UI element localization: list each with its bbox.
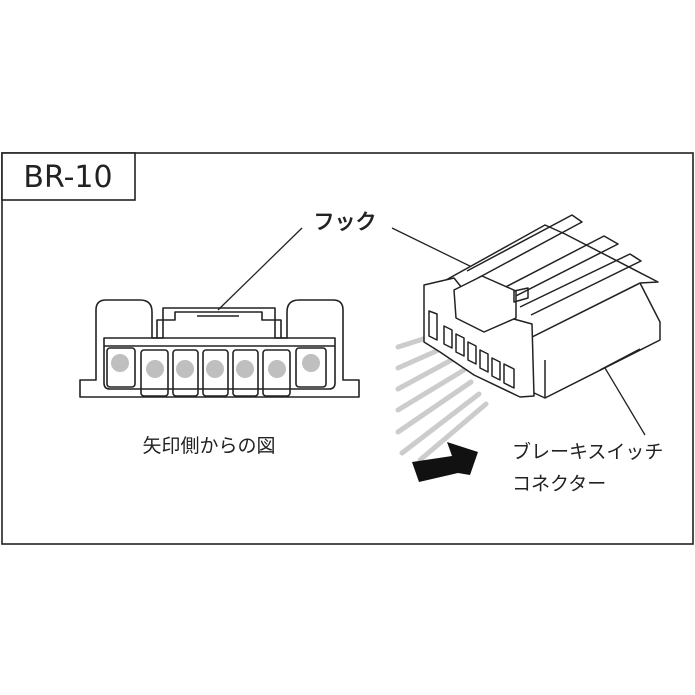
terminal-cavity [106,347,136,388]
wire [399,391,482,456]
wire [395,379,474,435]
terminal-cavity [172,349,199,397]
connector-hook-slot [513,287,529,303]
terminal-pin [146,360,164,378]
connector-cavity [503,363,515,389]
wire [417,401,489,463]
terminal-pin [302,354,320,372]
wire [395,354,460,392]
terminal-pin [206,360,224,378]
terminal-pin [236,360,254,378]
connector-cavity [479,349,489,373]
terminal-cavity [202,349,229,397]
connector-cavity [443,325,453,349]
terminal-cavity [295,347,327,388]
connector-hook [453,275,517,333]
connector-cavity [428,310,438,341]
connector-cavity [455,333,465,357]
id-tab-box [1,152,136,201]
part-name-leader [604,367,646,436]
front-view-terminals [111,354,320,378]
connector-cavity [467,341,477,365]
connector-side-edge [599,348,641,371]
connector-top-ridge [466,214,583,279]
terminal-pin [268,360,286,378]
connector-top-ridge [519,253,642,316]
connector-top-ridge [495,235,619,301]
terminal-cavity [262,349,291,397]
isometric-connector [423,214,661,399]
terminal-pin [176,360,194,378]
part-name-line2: コネクター [512,473,606,495]
terminal-cavity [232,349,259,397]
wire [395,367,467,413]
connector-id: BR-10 [23,160,112,195]
connector-cavity [491,357,501,381]
hook-leader-front [217,227,303,311]
wire-bundle [395,329,489,463]
hook-label: フック [314,210,377,234]
part-name-line1: ブレーキスイッチ [512,440,663,463]
view-caption: 矢印側からの図 [142,435,275,457]
terminal-cavity [140,349,169,397]
front-view-cavity-band [103,337,336,390]
front-view [79,299,360,398]
view-direction-arrow [412,442,478,482]
terminal-pin [111,354,129,372]
front-view-hook-block [156,311,282,338]
